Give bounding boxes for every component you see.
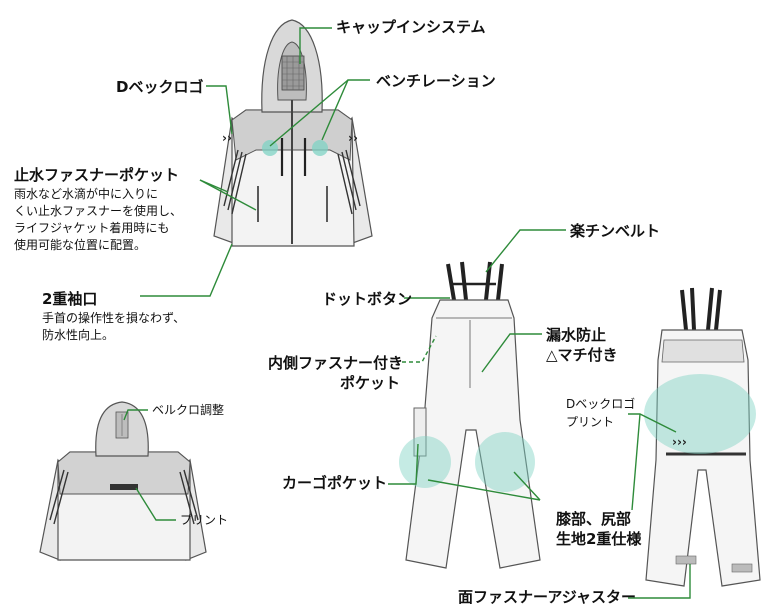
waterproof-pocket-desc-4: 使用可能な位置に配置。 [14,238,147,252]
label-d-logo-print-1: Dベックロゴ [566,397,636,411]
svg-text:››: ›› [348,131,358,145]
waterproof-pocket-desc-1: 雨水など水滴が中に入りに [14,187,159,201]
jacket-front: ›› ›› [213,19,373,247]
pants-front [399,261,541,569]
svg-text:››: ›› [222,131,232,145]
leader-lines [123,27,691,599]
svg-text:›››: ››› [672,435,687,449]
label-leak-prevention-2: △マチ付き [546,346,618,364]
pants-back: ››› [644,287,761,587]
label-d-logo: Dベックロゴ [116,78,204,96]
label-d-logo-print-2: プリント [566,415,615,429]
label-dot-button: ドットボタン [322,290,413,308]
double-cuff-desc-2: 防水性向上。 [42,328,115,342]
label-leak-prevention-1: 漏水防止 [546,326,607,344]
label-cargo-pocket: カーゴポケット [282,474,388,492]
label-cap-in-system: キャップインシステム [336,18,486,36]
waterproof-pocket-desc-3: ライフジャケット着用時にも [14,221,170,235]
double-cuff-desc-1: 手首の操作性を損なわず、 [42,311,186,325]
label-velcro-adjust: ベルクロ調整 [152,403,225,417]
label-ventilation: ベンチレーション [376,72,496,90]
label-hook-loop-adjuster: 面ファスナーアジャスター [458,588,637,606]
label-double-cuff: 2重袖口 [42,290,98,308]
label-knee-seat-1: 膝部、尻部 [556,510,632,528]
label-knee-seat-2: 生地2重仕様 [556,530,642,548]
jacket-back [39,401,207,561]
label-inner-zipper-pocket-2: ポケット [340,374,401,392]
waterproof-pocket-desc-2: くい止水ファスナーを使用し、 [14,204,183,218]
label-waterproof-pocket: 止水ファスナーポケット [14,166,180,184]
label-print: プリント [180,513,229,527]
label-inner-zipper-pocket-1: 内側ファスナー付き [268,354,404,372]
label-comfort-belt: 楽チンベルト [570,222,661,240]
